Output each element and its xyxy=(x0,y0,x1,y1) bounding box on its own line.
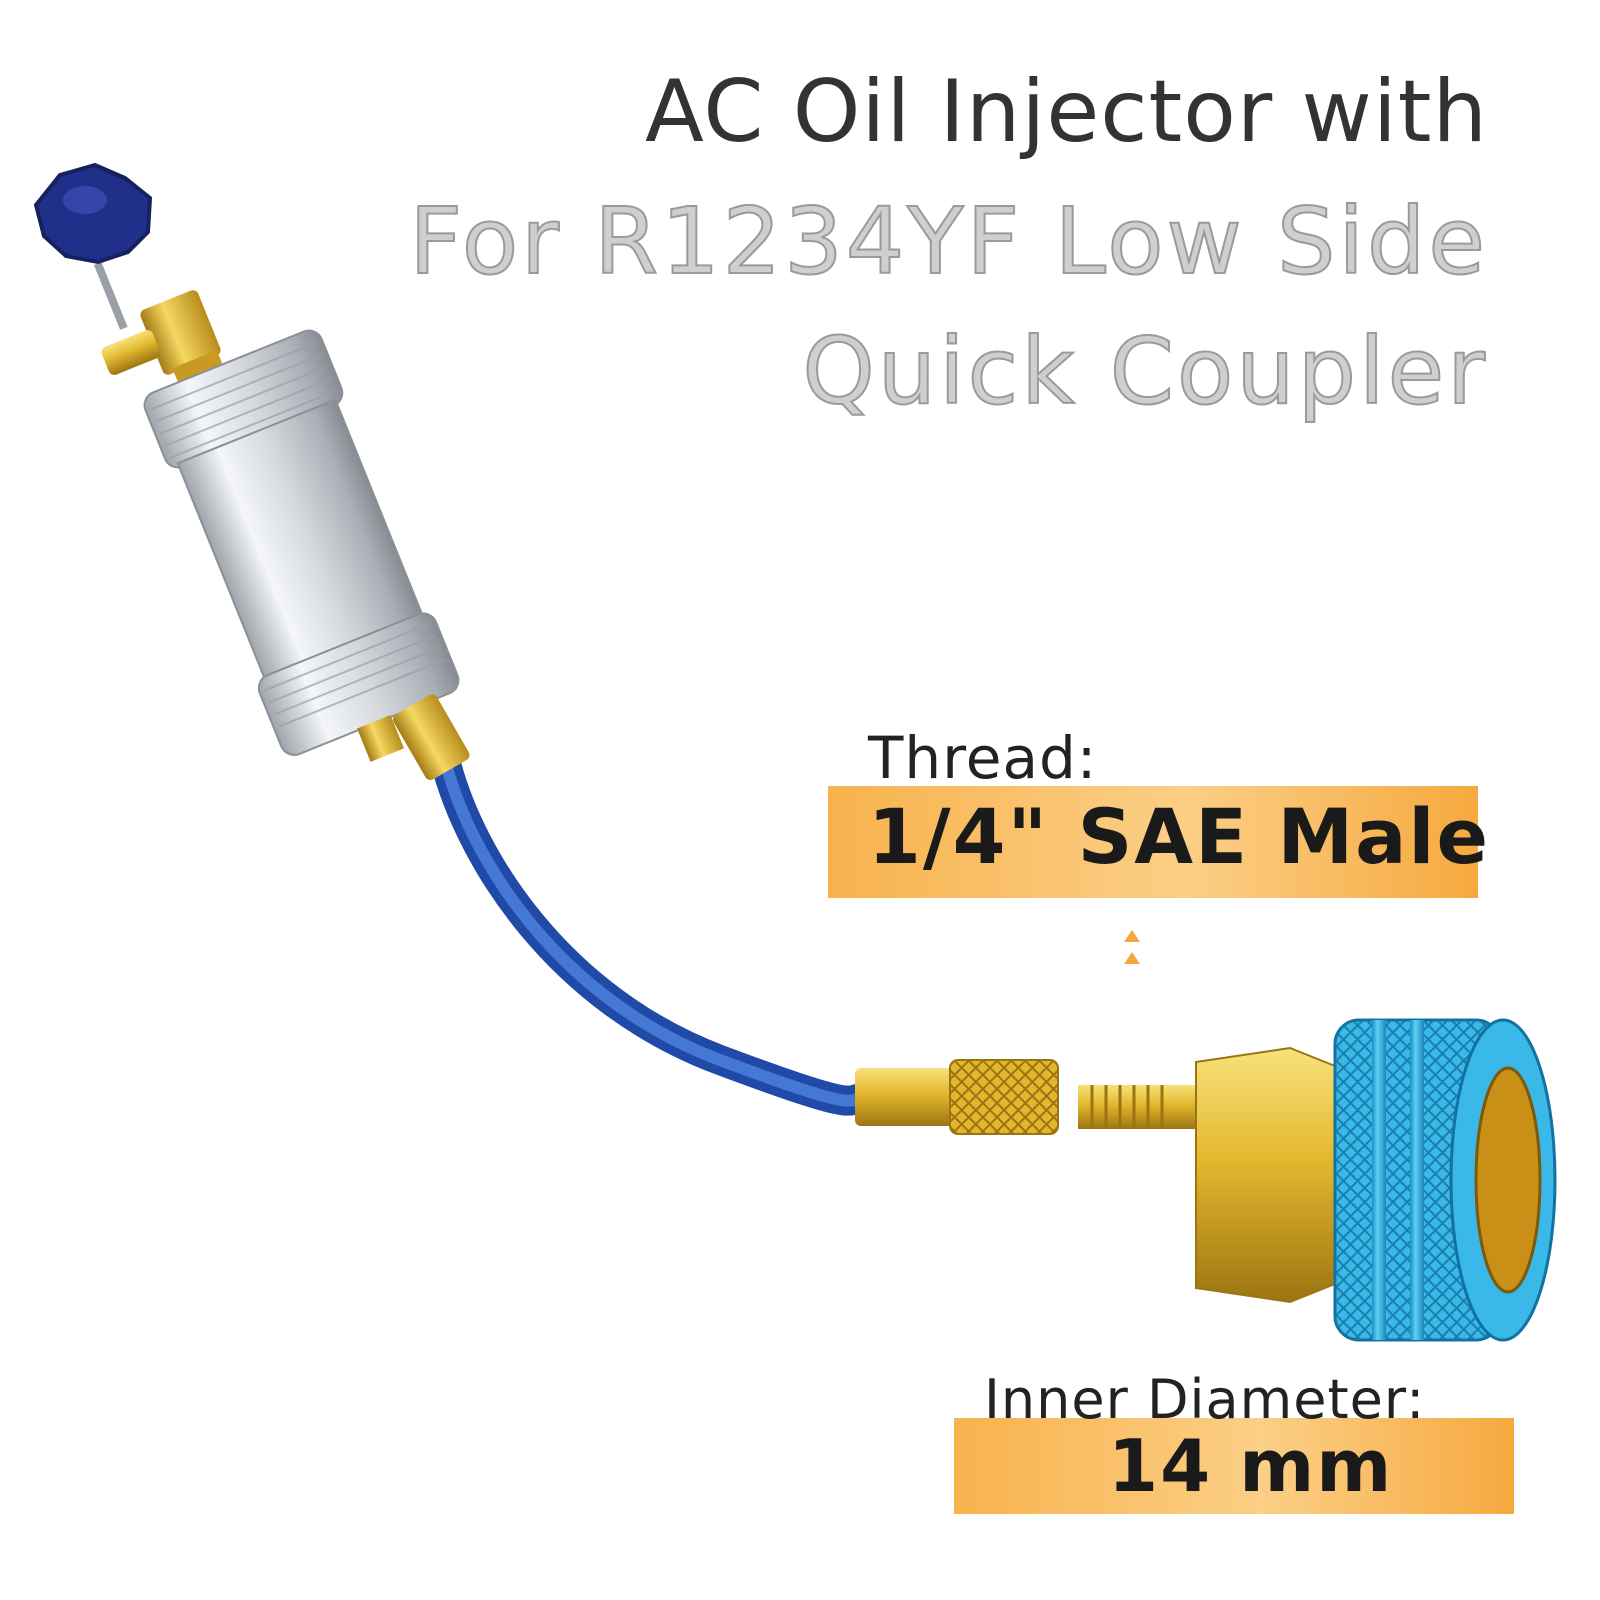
valve-knob-icon xyxy=(33,162,153,265)
hose-upper-fitting xyxy=(393,694,470,780)
flare-fitting xyxy=(1078,1085,1198,1129)
arrow-up-icon xyxy=(1124,930,1140,964)
hex-body xyxy=(1195,1046,1346,1304)
hose-crimp-sleeve xyxy=(855,1068,955,1126)
valve-body xyxy=(140,290,221,375)
hose-highlight xyxy=(439,754,876,1107)
thread-label: Thread: xyxy=(868,724,1098,792)
title-line-2: For R1234YF Low Side xyxy=(408,187,1488,296)
canister-outlet xyxy=(357,714,404,762)
hose xyxy=(430,745,885,1116)
inner-diameter-value: 14 mm xyxy=(1108,1424,1394,1508)
inner-diameter-label: Inner Diameter: xyxy=(984,1368,1426,1431)
coupler-bore xyxy=(1474,1066,1542,1294)
knurled-nut xyxy=(949,1059,1059,1135)
valve-stem xyxy=(93,262,128,330)
valve-knob-highlight xyxy=(63,186,107,214)
title-line-3: Quick Coupler xyxy=(801,317,1488,426)
inner-diameter-highlight xyxy=(954,1418,1514,1514)
valve-assembly xyxy=(93,262,227,393)
valve-side-port xyxy=(101,330,161,375)
title-line-1: AC Oil Injector with xyxy=(645,62,1488,162)
thread-value: 1/4" SAE Male xyxy=(868,792,1491,881)
coupler-band-2 xyxy=(1410,1020,1424,1340)
thread-value-highlight xyxy=(828,786,1478,898)
oil-canister xyxy=(143,329,460,762)
coupler-band-1 xyxy=(1372,1020,1386,1340)
